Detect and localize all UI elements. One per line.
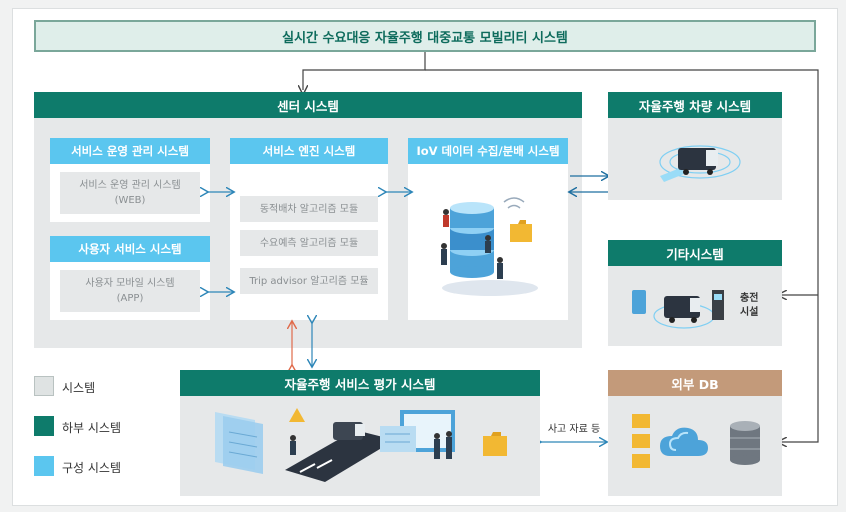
- other-system-header: 기타시스템: [608, 240, 782, 266]
- monitor-icon: [380, 410, 455, 459]
- dispatch-module: 동적배차 알고리즘 모듈: [240, 196, 378, 222]
- charging-station-illustration: [632, 290, 724, 329]
- vehicle-system-header: 자율주행 차량 시스템: [608, 92, 782, 118]
- external-db-illustration: [632, 414, 760, 468]
- phone-icon: [632, 290, 646, 314]
- legend-label-component: 구성 시스템: [62, 461, 122, 475]
- folders-icon: [632, 414, 650, 468]
- user-service-item-line2: (APP): [116, 293, 144, 304]
- database-stack-icon: [450, 202, 494, 278]
- charging-label-line1: 충전: [740, 293, 759, 304]
- evaluation-system-header: 자율주행 서비스 평가 시스템: [180, 370, 540, 396]
- cloud-icon: [660, 427, 708, 456]
- demand-forecast-module: 수요예측 알고리즘 모듈: [240, 230, 378, 256]
- user-mobile-app-item: 사용자 모바일 시스템 (APP): [60, 270, 200, 312]
- service-ops-web-item: 서비스 운영 관리 시스템 (WEB): [60, 172, 200, 214]
- folder-icon: [510, 224, 532, 242]
- service-engine-header: 서비스 엔진 시스템: [230, 138, 388, 164]
- service-ops-item-line1: 서비스 운영 관리 시스템: [79, 180, 181, 191]
- top-title: 실시간 수요대응 자율주행 대중교통 모빌리티 시스템: [34, 20, 816, 52]
- banner-to-right-line: [425, 69, 819, 442]
- legend-swatch-subsystem: [34, 416, 54, 436]
- service-ops-item-line2: (WEB): [114, 195, 146, 206]
- accident-data-label: 사고 자료 등: [547, 424, 601, 435]
- charging-label-line2: 시설: [740, 307, 759, 318]
- banner-to-center-line: [303, 52, 426, 90]
- legend-swatch-component: [34, 456, 54, 476]
- charging-facility-label: 충전 시설: [740, 292, 770, 320]
- road-scene-icon: [285, 408, 395, 482]
- legend-label-system: 시스템: [62, 381, 96, 395]
- trip-advisor-module: Trip advisor 알고리즘 모듈: [240, 268, 378, 294]
- center-system-header: 센터 시스템: [34, 92, 582, 118]
- database-icon: [730, 421, 760, 465]
- user-service-header: 사용자 서비스 시스템: [50, 236, 210, 262]
- legend-swatch-system: [34, 376, 54, 396]
- legend-label-subsystem: 하부 시스템: [62, 421, 122, 435]
- database-illustration: [441, 197, 538, 296]
- evaluation-illustration: [215, 408, 507, 482]
- autonomous-vehicle-icon: [659, 145, 741, 182]
- external-db-header: 외부 DB: [608, 370, 782, 396]
- iov-header: IoV 데이터 수집/분배 시스템: [408, 138, 568, 164]
- service-ops-header: 서비스 운영 관리 시스템: [50, 138, 210, 164]
- folder-icon: [483, 436, 507, 456]
- user-service-item-line1: 사용자 모바일 시스템: [85, 278, 175, 289]
- screen-stack-icon: [215, 412, 263, 474]
